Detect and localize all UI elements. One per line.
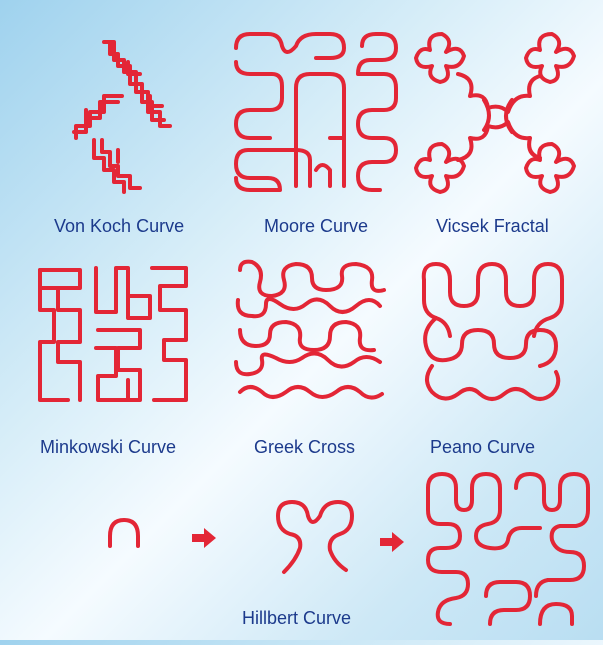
minkowski-curve-label: Minkowski Curve bbox=[40, 437, 176, 458]
von-koch-curve bbox=[74, 42, 170, 192]
arrow-right-icon bbox=[192, 528, 216, 548]
hilbert-curve-order-1 bbox=[110, 520, 138, 546]
arrow-right-icon bbox=[380, 532, 404, 552]
hilbert-curve-label: Hillbert Curve bbox=[242, 608, 351, 629]
hilbert-curve-order-3 bbox=[428, 474, 588, 624]
peano-curve bbox=[424, 264, 562, 399]
moore-curve bbox=[236, 34, 396, 190]
moore-curve-label: Moore Curve bbox=[264, 216, 368, 237]
vicsek-fractal-label: Vicsek Fractal bbox=[436, 216, 549, 237]
minkowski-curve bbox=[40, 268, 186, 400]
greek-cross-label: Greek Cross bbox=[254, 437, 355, 458]
greek-cross-curve bbox=[236, 262, 384, 398]
vicsek-fractal bbox=[416, 34, 574, 192]
hilbert-curve-order-2 bbox=[278, 502, 352, 572]
peano-curve-label: Peano Curve bbox=[430, 437, 535, 458]
von-koch-curve-label: Von Koch Curve bbox=[54, 216, 184, 237]
